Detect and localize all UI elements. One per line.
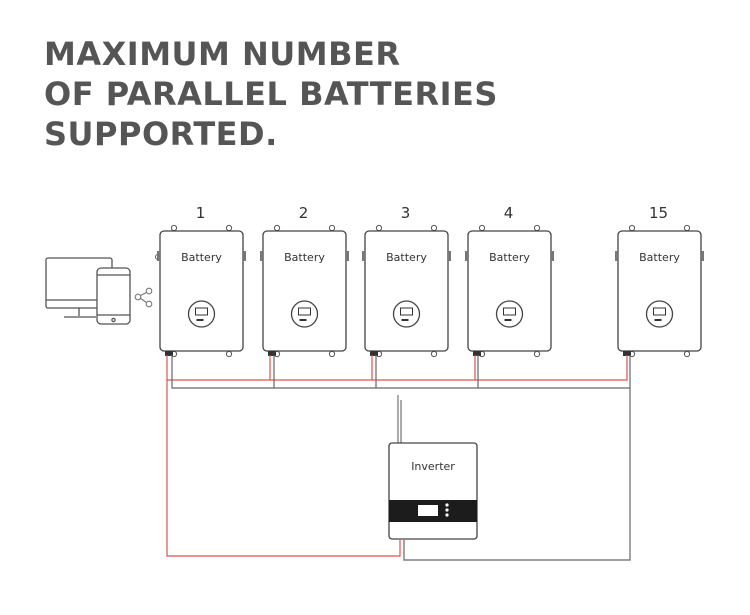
positive-bus — [166, 355, 628, 557]
share-icon — [134, 287, 153, 308]
battery-number: 3 — [401, 204, 411, 222]
battery-side-port — [615, 251, 618, 261]
battery-side-port — [346, 251, 349, 261]
battery-number: 4 — [504, 204, 514, 222]
battery-case — [467, 230, 552, 352]
battery-case — [159, 230, 244, 352]
battery-case — [262, 230, 347, 352]
battery-display — [392, 300, 421, 328]
battery-display — [187, 300, 216, 328]
battery-side-port — [260, 251, 263, 261]
battery-display — [290, 300, 319, 328]
battery-unit: Battery 2 — [260, 204, 349, 358]
battery-label: Battery — [489, 251, 530, 264]
battery-terminal — [623, 351, 631, 356]
battery-case — [364, 230, 449, 352]
battery-terminal — [165, 351, 173, 356]
headline-line-2: OF PARALLEL BATTERIES — [44, 75, 498, 113]
headline-line-1: MAXIMUM NUMBER — [44, 35, 401, 73]
battery-side-port — [243, 251, 246, 261]
monitor-phone-icon — [45, 257, 131, 325]
battery-case — [617, 230, 702, 352]
battery-terminal — [370, 351, 378, 356]
battery-label: Battery — [181, 251, 222, 264]
battery-side-port — [701, 251, 704, 261]
battery-unit: Battery 3 — [362, 204, 451, 358]
battery-number: 1 — [196, 204, 206, 222]
battery-unit: Battery 15 — [615, 204, 704, 358]
negative-bus — [171, 355, 631, 561]
battery-label: Battery — [386, 251, 427, 264]
battery-side-port — [448, 251, 451, 261]
battery-side-port — [157, 251, 160, 261]
battery-label: Battery — [284, 251, 325, 264]
battery-terminal — [268, 351, 276, 356]
battery-label: Battery — [639, 251, 680, 264]
battery-side-port — [362, 251, 365, 261]
battery-side-port — [465, 251, 468, 261]
battery-display — [495, 300, 524, 328]
battery-side-port — [551, 251, 554, 261]
inverter-screen — [418, 505, 438, 516]
inverter-label: Inverter — [411, 460, 455, 473]
battery-unit: Battery 1 — [157, 204, 246, 358]
battery-display — [645, 300, 674, 328]
battery-unit: Battery 4 — [465, 204, 554, 358]
battery-terminal — [473, 351, 481, 356]
inverter: Inverter — [388, 395, 478, 540]
headline: MAXIMUM NUMBER OF PARALLEL BATTERIES SUP… — [44, 34, 498, 154]
battery-number: 2 — [299, 204, 309, 222]
battery-number: 15 — [649, 204, 668, 222]
headline-line-3: SUPPORTED. — [44, 115, 278, 153]
